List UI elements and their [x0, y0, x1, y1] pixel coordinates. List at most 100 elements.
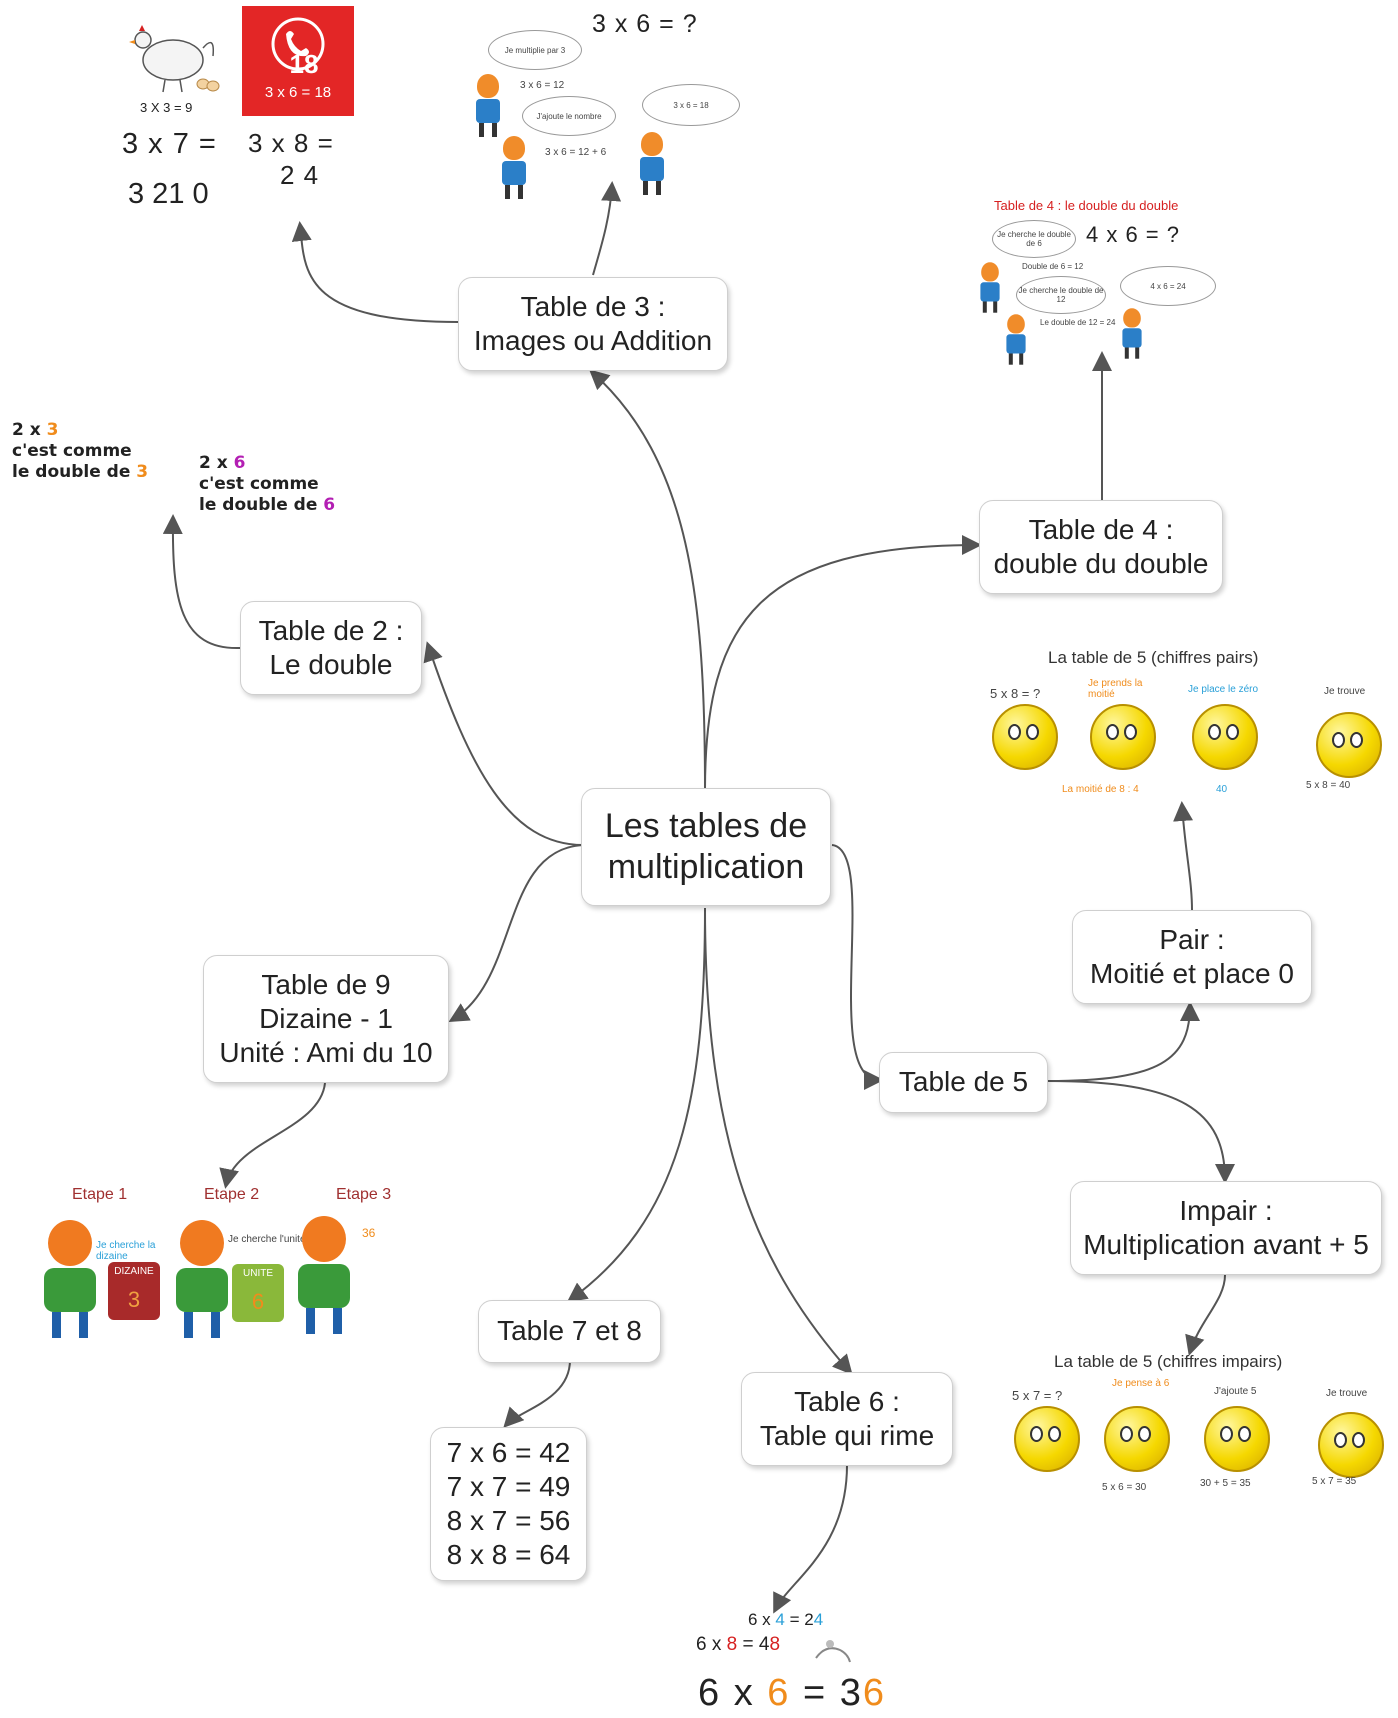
table5-pairs-title: La table de 5 (chiffres pairs): [1048, 648, 1259, 667]
node-impair[interactable]: Impair : Multiplication avant + 5: [1070, 1181, 1382, 1275]
phone-icon: [271, 17, 325, 71]
note3-line2: c'est comme: [12, 441, 132, 461]
impairs-step1: Je pense à 6: [1112, 1378, 1170, 1389]
note3-num3: 3: [136, 462, 149, 482]
pairs-step2-result: 40: [1216, 784, 1228, 795]
eq-3x7: 3 x 7 =: [122, 128, 217, 160]
central-topic[interactable]: Les tables de multiplication: [581, 788, 831, 906]
node-table-7-8-line1: Table 7 et 8: [497, 1315, 642, 1347]
link-center-table2: [423, 641, 584, 846]
node-table-4-line2: double du double: [993, 548, 1209, 579]
smiley-thinking-icon: [1104, 1406, 1170, 1472]
rhyme-6x6: 6 x 6 = 36: [698, 1672, 886, 1715]
node-table-7-8[interactable]: Table 7 et 8: [478, 1300, 661, 1363]
pairs-step1-result: La moitié de 8 : 4: [1062, 784, 1139, 795]
pairs-step2: Je place le zéro: [1188, 684, 1259, 695]
facts-table-7-8[interactable]: 7 x 6 = 42 7 x 7 = 49 8 x 7 = 56 8 x 8 =…: [430, 1427, 587, 1581]
pairs-question: 5 x 8 = ?: [990, 686, 1041, 701]
rhyme-6x8-a: 6 x: [696, 1634, 727, 1655]
fact-7x7: 7 x 7 = 49: [446, 1470, 571, 1502]
table5-impairs-title: La table de 5 (chiffres impairs): [1054, 1352, 1283, 1371]
link-table5-impair: [1047, 1080, 1235, 1184]
node-table-9-line1: Table de 9: [261, 968, 391, 1000]
rhyme-6x6-b: 6: [767, 1672, 791, 1714]
node-impair-line1: Impair :: [1179, 1194, 1273, 1226]
node-table-6[interactable]: Table 6 : Table qui rime: [741, 1372, 953, 1466]
smiley-happy-icon: [1318, 1412, 1384, 1478]
node-table-9-line3: Unité : Ami du 10: [219, 1037, 433, 1069]
link-table6-rhymes: [773, 1464, 848, 1614]
node-pair[interactable]: Pair : Moitié et place 0: [1072, 910, 1312, 1004]
rhyme-6x8-d: 8: [769, 1634, 781, 1655]
rhyme-6x4-d: 4: [813, 1610, 824, 1629]
character-icon: [298, 1216, 350, 1334]
card-unite-title: UNITE: [243, 1268, 273, 1279]
firefighter-caption: 3 x 6 = 18: [264, 84, 332, 101]
node-table-4[interactable]: Table de 4 : double du double: [979, 500, 1223, 594]
link-center-table6: [704, 907, 853, 1376]
note3-prefix: 2 x: [12, 420, 47, 440]
bubble-double-6: Je cherche le double de 6: [992, 220, 1076, 258]
node-table-5[interactable]: Table de 5: [879, 1052, 1048, 1113]
pairs-step3: Je trouve: [1324, 686, 1366, 697]
note6-line2: c'est comme: [199, 474, 319, 494]
step1-bubble: Je cherche la dizaine: [96, 1240, 156, 1262]
step-3x6-12plus6: 3 x 6 = 12 + 6: [545, 147, 607, 158]
link-table9-steps: [219, 1082, 326, 1189]
step1-label: Etape 1: [72, 1186, 128, 1203]
node-table-6-line2: Table qui rime: [759, 1420, 935, 1451]
rhyme-6x6-c: = 3: [790, 1672, 863, 1714]
step-double-6: Double de 6 = 12: [1022, 262, 1084, 271]
central-topic-line2: multiplication: [607, 848, 805, 886]
kid-icon: [1006, 314, 1026, 365]
node-table-3-line1: Table de 3 :: [520, 290, 666, 322]
node-impair-line2: Multiplication avant + 5: [1083, 1229, 1369, 1260]
node-table-2[interactable]: Table de 2 : Le double: [240, 601, 422, 695]
node-table-9[interactable]: Table de 9 Dizaine - 1 Unité : Ami du 10: [203, 955, 449, 1083]
node-pair-line2: Moitié et place 0: [1090, 958, 1294, 989]
node-pair-line1: Pair :: [1159, 923, 1225, 955]
kid-icon: [1122, 308, 1142, 359]
fact-8x7: 8 x 7 = 56: [446, 1505, 571, 1536]
hen-caption: 3 X 3 = 9: [140, 100, 193, 115]
rhyme-6x4-c: = 2: [784, 1610, 814, 1629]
pairs-step3-result: 5 x 8 = 40: [1306, 780, 1351, 791]
hen-icon: [129, 25, 220, 93]
link-center-table9: [448, 844, 584, 1023]
character-icon: [44, 1220, 96, 1338]
impairs-question: 5 x 7 = ?: [1012, 1388, 1063, 1403]
hen-image: [125, 18, 220, 98]
smiley-happy-icon: [1316, 712, 1382, 778]
node-table-2-line1: Table de 2 :: [258, 614, 404, 646]
link-pair-images: [1173, 801, 1194, 911]
rhyme-6x8: 6 x 8 = 48: [696, 1634, 780, 1656]
question-4x6: 4 x 6 = ?: [1086, 222, 1181, 247]
firefighter-sign: 18 3 x 6 = 18: [242, 6, 354, 116]
fact-8x8: 8 x 8 = 64: [446, 1539, 571, 1571]
step-3x6-12: 3 x 6 = 12: [520, 80, 565, 91]
card-dizaine-title: DIZAINE: [114, 1266, 154, 1277]
node-table-2-line2: Le double: [269, 649, 393, 680]
bubble-4x6-24: 4 x 6 = 24: [1120, 266, 1216, 306]
double-note-3: 2 x 3 c'est comme le double de 3: [12, 420, 148, 483]
smiley-thinking-icon: [1014, 1406, 1080, 1472]
kid-icon: [640, 132, 664, 195]
pairs-step1: Je prends la moitié: [1088, 678, 1143, 700]
note6-line3: le double de: [199, 495, 324, 515]
eq-3x8-answer: 2 4: [280, 160, 320, 190]
node-table-3[interactable]: Table de 3 : Images ou Addition: [458, 277, 728, 371]
card-dizaine-value: 3: [127, 1287, 141, 1312]
node-table-4-line1: Table de 4 :: [1028, 513, 1174, 545]
skater-icon: [812, 1636, 852, 1666]
smiley-thinking-icon: [1090, 704, 1156, 770]
central-topic-line1: Les tables de: [604, 806, 808, 845]
link-center-table78: [566, 907, 706, 1303]
bubble-double-12: Je cherche le double de 12: [1016, 276, 1106, 314]
bubble-add: J'ajoute le nombre: [522, 96, 616, 136]
note6-num: 6: [233, 453, 246, 473]
rhyme-6x4-b: 4: [775, 1610, 785, 1629]
card-unite: UNITE 6: [232, 1264, 284, 1322]
note6-prefix: 2 x: [199, 453, 234, 473]
impairs-step3-result: 5 x 7 = 35: [1312, 1476, 1357, 1487]
smiley-thinking-icon: [992, 704, 1058, 770]
